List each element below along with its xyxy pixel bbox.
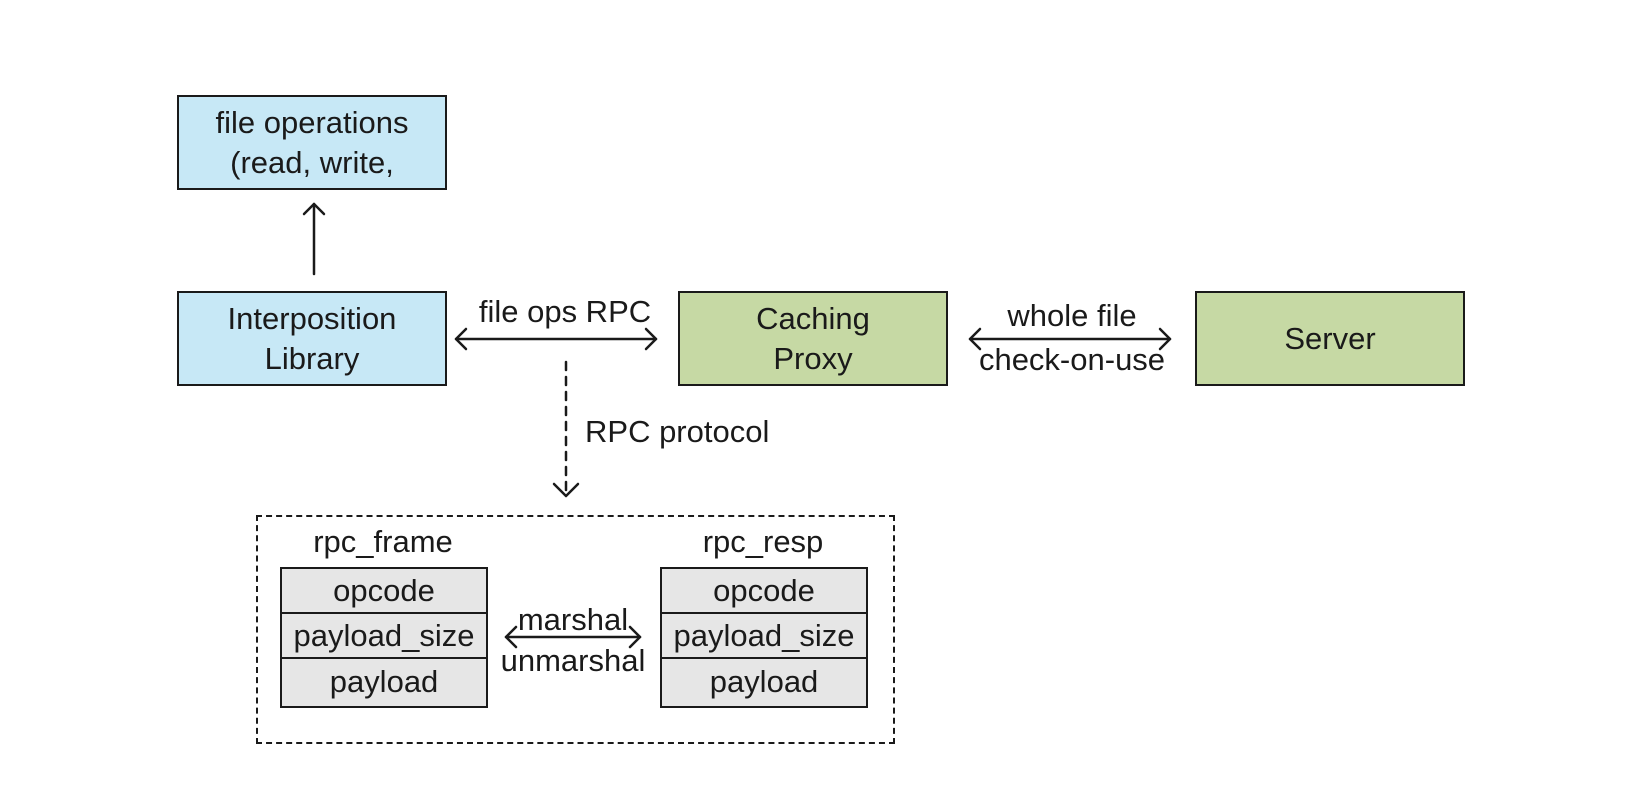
rpc-protocol-arrow — [552, 360, 580, 498]
rpc-resp-table: opcode payload_size payload — [660, 567, 868, 708]
rpc-frame-field-payload-size: payload_size — [282, 614, 486, 659]
marshal-arrow — [504, 625, 642, 649]
rpc-resp-title: rpc_resp — [702, 524, 824, 559]
rpc-resp-field-opcode: opcode — [662, 569, 866, 614]
file-operations-line2: (read, write, — [230, 144, 394, 180]
server-label: Server — [1284, 320, 1376, 356]
rpc-protocol-label: RPC protocol — [585, 414, 770, 449]
whole-file-label: whole file — [1007, 298, 1137, 333]
server-box: Server — [1195, 291, 1465, 386]
file-operations-line1: file operations — [215, 104, 409, 140]
library-proxy-arrow — [454, 327, 658, 351]
rpc-resp-field-payload-size: payload_size — [662, 614, 866, 659]
check-on-use-label: check-on-use — [978, 342, 1166, 377]
interposition-library-line2: Library — [264, 340, 360, 376]
file-operations-box: file operations (read, write, — [177, 95, 447, 190]
library-to-fileops-arrow — [302, 202, 326, 276]
rpc-resp-field-payload: payload — [709, 663, 819, 699]
caching-proxy-line1: Caching — [756, 300, 870, 336]
interposition-library-box: Interposition Library — [177, 291, 447, 386]
interposition-library-line1: Interposition — [227, 300, 397, 336]
caching-proxy-line2: Proxy — [773, 340, 853, 376]
marshal-label: marshal — [517, 602, 629, 637]
rpc-frame-field-opcode: opcode — [282, 569, 486, 614]
caching-proxy-box: Caching Proxy — [678, 291, 948, 386]
proxy-server-arrow — [968, 327, 1172, 351]
rpc-frame-table: opcode payload_size payload — [280, 567, 488, 708]
rpc-structs-container — [256, 515, 895, 744]
rpc-frame-field-payload: payload — [329, 663, 439, 699]
unmarshal-label: unmarshal — [500, 643, 646, 678]
rpc-frame-title: rpc_frame — [313, 524, 453, 559]
file-ops-rpc-label: file ops RPC — [478, 294, 652, 329]
